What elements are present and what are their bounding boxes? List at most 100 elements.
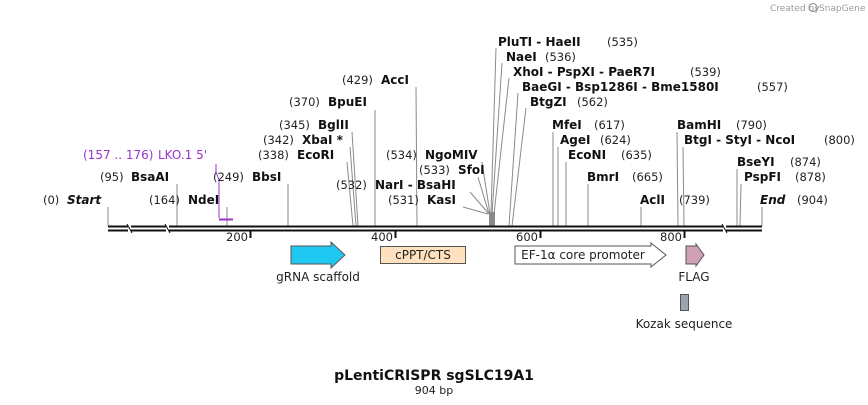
feature-grna-scaffold: gRNA scaffold [276,240,360,284]
site-name: BbsI [252,170,281,184]
site-name: NaeI [506,50,537,64]
site-line-baegi [508,92,519,227]
primer-name: LKO.1 5' [158,148,207,162]
primer-lko1-5: (157 .. 176) LKO.1 5' [83,148,233,221]
restriction-site-labels: (0) Start (95) BsaAI (164) NdeI (249) Bb… [43,35,855,207]
site-name: KasI [427,193,456,207]
site-position: (531) [388,193,419,207]
site-line-acci [415,86,418,227]
site-line-kasi [462,206,489,215]
site-position: (904) [797,193,828,207]
site-name: SfoI [458,163,485,177]
site-name: BtgI - StyI - NcoI [684,133,795,147]
site-line-naei [491,62,503,215]
site-ecori: (338) EcoRI [258,148,334,162]
site-line-ngomiv [481,161,491,215]
site-name: XhoI - PspXI - PaeR7I [513,65,655,79]
ruler-tick-800: 800 [660,230,686,244]
feature-ef1a-promoter: EF-1α core promoter [514,241,667,269]
feature-cppt-box [380,246,466,264]
feature-label: gRNA scaffold [276,270,360,284]
site-pspfi: PspFI (878) [744,170,826,184]
site-sfoi: (533) SfoI [419,163,485,177]
site-bbsi: (249) BbsI [213,170,281,184]
site-name: AgeI [560,133,590,147]
site-position: (345) [279,118,310,132]
site-position: (617) [594,118,625,132]
site-name: BsaAI [131,170,169,184]
site-name: NarI - BsaHI [375,178,456,192]
feature-label: FLAG [678,270,709,284]
ruler-tick-label: 800 [660,230,682,244]
site-position: (249) [213,170,244,184]
site-position: (164) [149,193,180,207]
site-btgi: BtgI - StyI - NcoI (800) [684,133,855,147]
site-name: AccI [381,73,409,87]
site-agei: AgeI (624) [560,133,631,147]
feature-flag: FLAG [678,242,710,284]
site-position: (562) [577,95,608,109]
site-name: End [760,193,786,207]
site-position: (338) [258,148,289,162]
ruler-tick-label: 200 [226,230,248,244]
site-line-btgi [682,146,685,227]
site-name: BaeGI - Bsp1286I - Bme1580I [522,80,719,94]
feature-label: EF-1α core promoter [521,248,645,262]
ruler-tick-label: 400 [371,230,393,244]
site-name: AclI [640,193,665,207]
site-name: MfeI [552,118,582,132]
feature-flag-arrow [685,242,705,268]
site-name: BamHI [677,118,721,132]
site-name: BmrI [587,170,619,184]
feature-cppt-cts: cPPT/CTS [380,246,466,264]
site-position: (878) [795,170,826,184]
ruler-tick-200: 200 [226,230,252,244]
site-xhoi: XhoI - PspXI - PaeR7I (539) [513,65,721,79]
site-name: NdeI [188,193,219,207]
site-acli: AclI (739) [640,193,710,207]
sequence-backbone [108,223,762,234]
site-position: (635) [621,148,652,162]
site-position: (536) [545,50,576,64]
site-end: End (904) [760,193,828,207]
site-position: (532) [336,178,367,192]
plasmid-title: pLentiCRISPR sgSLC19A1 [334,368,534,384]
site-line-pluti [490,47,497,215]
site-position: (342) [263,133,294,147]
site-name: Start [67,193,102,207]
site-ngomiv: (534) NgoMIV [386,148,478,162]
feature-grna-arrow [290,240,346,270]
site-line-bamhi [676,131,679,227]
site-bmri: BmrI (665) [587,170,663,184]
snapgene-logo-icon [808,2,818,13]
site-line-ecori [346,161,354,227]
site-name: BtgZI [530,95,567,109]
site-position: (800) [824,133,855,147]
site-ndei: (164) NdeI [149,193,219,207]
site-position: (370) [289,95,320,109]
site-name: PspFI [744,170,781,184]
site-nari: (532) NarI - BsaHI [336,178,456,192]
site-naei: NaeI (536) [506,50,576,64]
site-line-xbai [349,146,357,227]
site-baegi: BaeGI - Bsp1286I - Bme1580I (557) [522,80,788,94]
site-name: XbaI * [302,133,344,147]
backbone-break-marks [126,223,728,234]
site-line-sfoi [477,176,490,215]
break-slash [164,223,171,234]
site-btgzi: BtgZI (562) [530,95,608,109]
site-name: EcoNI [568,148,606,162]
site-econi: EcoNI (635) [568,148,652,162]
site-start: (0) Start [43,193,102,207]
site-bsaai: (95) BsaAI [100,170,169,184]
ruler-tick-400: 400 [371,230,397,244]
primer-leader-line [215,164,220,218]
site-name: BglII [318,118,349,132]
site-position: (95) [100,170,124,184]
credit-text: Created by [770,4,820,14]
site-mfei: MfeI (617) [552,118,625,132]
site-position: (739) [679,193,710,207]
feature-ef1a-arrow [514,241,667,269]
plasmid-length: 904 bp [415,384,453,397]
site-line-pspfi [739,183,742,227]
